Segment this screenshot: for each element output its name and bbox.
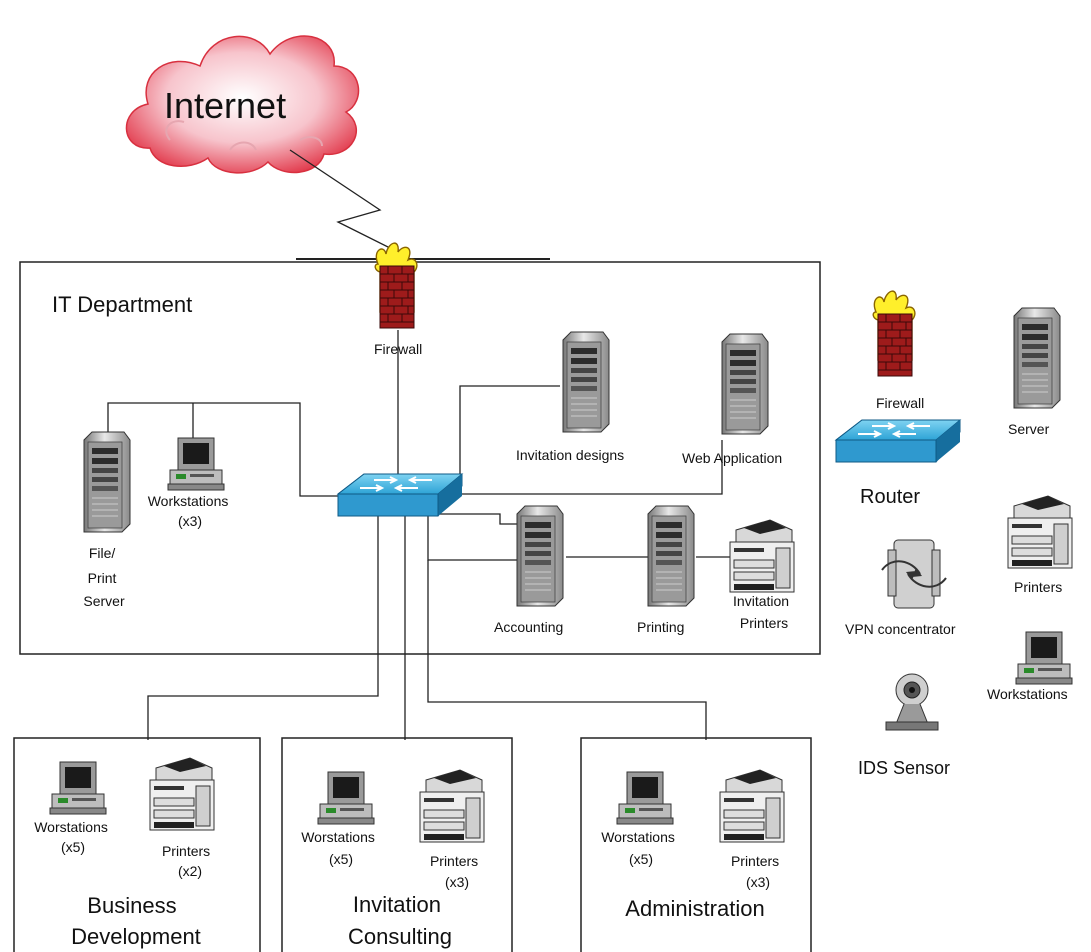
accounting-label: Accounting (494, 619, 563, 635)
it-workstation-icon (167, 437, 225, 491)
internet-cloud-icon (125, 35, 360, 174)
ids-sensor-icon (885, 673, 939, 731)
main-firewall-icon (374, 242, 418, 329)
ic-workstation-icon (317, 771, 375, 825)
accounting-server-icon (516, 505, 564, 607)
ic-printer-icon (419, 769, 485, 843)
legend-ids-label: IDS Sensor (858, 758, 950, 778)
file-server-label: File/ Print Server (83, 545, 125, 609)
legend-firewall-label: Firewall (876, 395, 924, 411)
bd-printers-label: Printers (x2) (162, 843, 214, 879)
core-switch-icon (337, 473, 463, 517)
admin-printers-label: Printers (x3) (731, 853, 783, 890)
bd-workstations-label: Worstations (x5) (34, 819, 112, 855)
wan-link (289, 149, 399, 253)
legend-vpn-label: VPN concentrator (845, 621, 956, 637)
legend-firewall-icon (872, 290, 916, 377)
printing-server-icon (647, 505, 695, 607)
legend-router-label: Router (860, 486, 920, 508)
it-department-title: IT Department (52, 292, 192, 317)
invitation-printers-label: Invitation Printers (733, 593, 793, 631)
printing-label: Printing (637, 619, 684, 635)
it-wiring (107, 330, 730, 740)
it-workstations-label: Workstations (x3) (148, 493, 233, 529)
invitation-consulting-box (281, 737, 513, 952)
business-development-title: Business Development (71, 893, 201, 949)
legend-server-label: Server (1008, 421, 1050, 437)
legend-printer-icon (1007, 495, 1073, 569)
invitation-consulting-title: Invitation Consulting (348, 892, 452, 949)
bd-workstation-icon (49, 761, 107, 815)
invitation-designs-label: Invitation designs (516, 447, 624, 463)
vpn-concentrator-icon (881, 539, 947, 609)
legend-router-icon (835, 419, 961, 463)
administration-title: Administration (625, 896, 764, 921)
legend-workstations-label: Workstations (987, 686, 1068, 702)
invitation-designs-server-icon (562, 331, 610, 433)
bd-printer-icon (149, 757, 215, 831)
admin-workstations-label: Worstations (x5) (601, 829, 679, 867)
ic-workstations-label: Worstations (x5) (301, 829, 379, 867)
admin-workstation-icon (616, 771, 674, 825)
business-development-box (13, 737, 261, 952)
invitation-printer-icon (729, 519, 795, 593)
legend-server-icon (1013, 307, 1061, 409)
admin-printer-icon (719, 769, 785, 843)
web-application-label: Web Application (682, 450, 782, 466)
it-department-box (19, 261, 821, 655)
legend-printers-label: Printers (1014, 579, 1062, 595)
web-application-server-icon (721, 333, 769, 435)
ic-printers-label: Printers (x3) (430, 853, 482, 890)
administration-box (580, 737, 812, 952)
file-print-server-icon (83, 431, 131, 533)
legend-workstation-icon (1015, 631, 1073, 685)
internet-label: Internet (164, 85, 286, 126)
